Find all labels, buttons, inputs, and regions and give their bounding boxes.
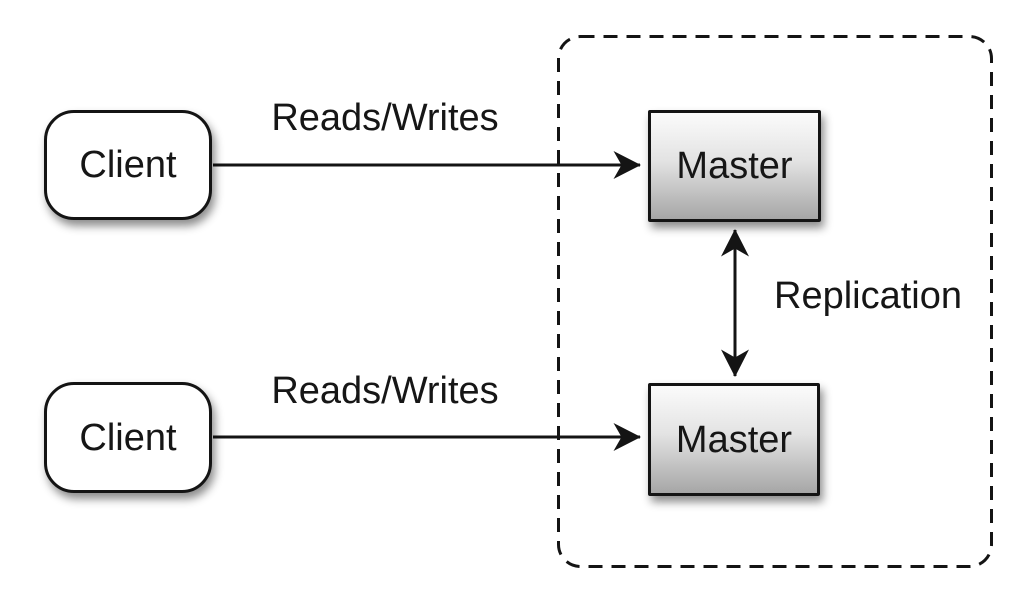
- node-master-bottom: Master: [648, 383, 820, 496]
- replication-group-boundary: [557, 35, 993, 568]
- node-client-bottom: Client: [44, 382, 212, 493]
- node-master-top-label: Master: [676, 145, 793, 187]
- node-master-top: Master: [648, 110, 821, 222]
- node-client-top: Client: [44, 110, 212, 220]
- edge-label-reads-writes-top: Reads/Writes: [271, 97, 499, 139]
- node-client-top-label: Client: [79, 144, 177, 186]
- node-master-bottom-label: Master: [675, 418, 793, 461]
- edge-label-reads-writes-bottom: Reads/Writes: [271, 370, 499, 412]
- node-client-bottom-label: Client: [79, 416, 177, 459]
- edge-label-replication: Replication: [774, 275, 962, 317]
